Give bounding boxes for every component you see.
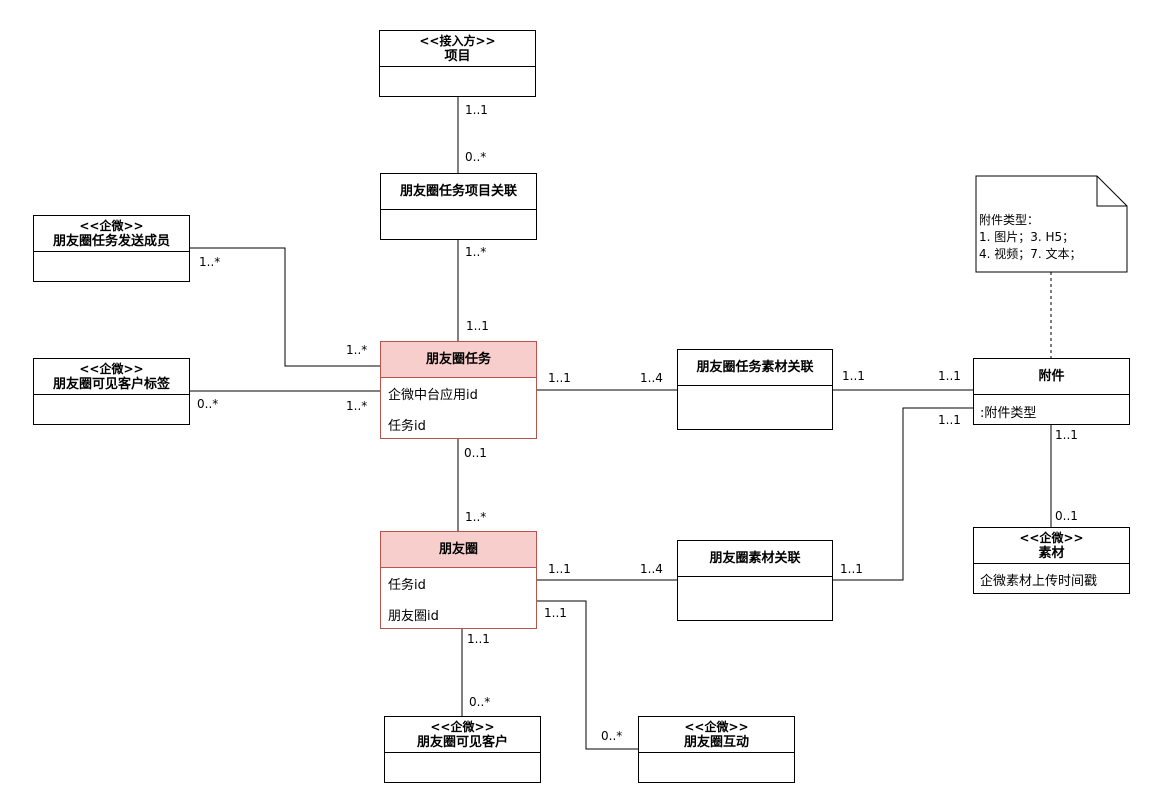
class-header: 朋友圈素材关联 (678, 541, 832, 577)
class-name: 朋友圈可见客户标签 (52, 376, 170, 392)
multiplicity-label: 1..1 (840, 562, 863, 576)
multiplicity-label: 0..* (197, 397, 219, 411)
class-name: 素材 (1038, 545, 1065, 561)
note-line: 附件类型： (979, 213, 1040, 227)
class-attribute: 企微素材上传时间戳 (980, 574, 1098, 589)
multiplicity-label: 0..1 (464, 446, 487, 460)
class-stereotype: <<企微>> (79, 218, 144, 233)
class-visible-tag[interactable]: <<企微>> 朋友圈可见客户标签 (33, 358, 190, 425)
multiplicity-label: 1..4 (640, 371, 663, 385)
multiplicity-label: 1..1 (1055, 428, 1078, 442)
class-name: 朋友圈任务项目关联 (399, 184, 517, 199)
class-moments[interactable]: 朋友圈 任务id 朋友圈id (380, 531, 537, 629)
assoc-moments-interaction (536, 600, 638, 750)
class-header: 朋友圈任务项目关联 (381, 174, 536, 210)
class-attribute: :附件类型 (980, 406, 1037, 421)
class-stereotype: <<企微>> (1019, 530, 1084, 545)
class-task-project-link[interactable]: 朋友圈任务项目关联 (380, 173, 537, 240)
class-name: 朋友圈任务发送成员 (52, 233, 170, 249)
class-material[interactable]: <<企微>> 素材 企微素材上传时间戳 (973, 527, 1130, 594)
class-interaction[interactable]: <<企微>> 朋友圈互动 (638, 716, 795, 783)
class-stereotype: <<接入方>> (419, 33, 496, 48)
note-shape (975, 175, 1128, 273)
class-visible-customer[interactable]: <<企微>> 朋友圈可见客户 (384, 716, 541, 783)
note-line: 4. 视频；7. 文本； (979, 247, 1082, 261)
class-name: 朋友圈任务 (425, 352, 491, 367)
class-name: 朋友圈 (438, 542, 478, 557)
multiplicity-label: 1..* (465, 245, 487, 259)
multiplicity-label: 1..1 (548, 562, 571, 576)
class-stereotype: <<企微>> (430, 719, 495, 734)
class-attribute: 朋友圈id (388, 609, 439, 624)
multiplicity-label: 1..* (346, 343, 368, 357)
class-name: 朋友圈任务素材关联 (696, 360, 814, 375)
class-task-material-link[interactable]: 朋友圈任务素材关联 (677, 349, 833, 430)
class-name: 朋友圈可见客户 (416, 734, 508, 750)
class-header: <<企微>> 朋友圈可见客户标签 (34, 359, 189, 395)
assoc-mml-attach (832, 407, 973, 581)
multiplicity-label: 1..1 (466, 319, 489, 333)
assoc-sender-task (189, 247, 380, 367)
note-attachment-types: 附件类型： 1. 图片；3. H5； 4. 视频；7. 文本； (979, 212, 1082, 263)
multiplicity-label: 1..1 (465, 103, 488, 117)
note-fold (1096, 176, 1127, 207)
multiplicity-label: 1..1 (938, 369, 961, 383)
multiplicity-label: 1..4 (640, 562, 663, 576)
multiplicity-label: 1..* (199, 255, 221, 269)
class-stereotype: <<企微>> (684, 719, 749, 734)
multiplicity-label: 1..* (346, 399, 368, 413)
class-header: 朋友圈任务素材关联 (678, 350, 832, 386)
class-header: 朋友圈 (381, 532, 536, 568)
class-attribute: 任务id (388, 578, 426, 593)
multiplicity-label: 1..1 (938, 413, 961, 427)
class-attribute: 任务id (388, 419, 426, 434)
multiplicity-label: 1..1 (842, 369, 865, 383)
class-attribute: 企微中台应用id (388, 388, 478, 403)
class-name: 附件 (1038, 369, 1065, 384)
class-header: 朋友圈任务 (381, 342, 536, 378)
multiplicity-label: 1..* (465, 510, 487, 524)
multiplicity-label: 0..* (465, 150, 487, 164)
multiplicity-label: 1..1 (467, 632, 490, 646)
class-attachment[interactable]: 附件 :附件类型 (973, 358, 1130, 425)
class-name: 项目 (444, 48, 471, 64)
class-moments-material-link[interactable]: 朋友圈素材关联 (677, 540, 833, 621)
class-header: <<接入方>> 项目 (380, 31, 535, 67)
multiplicity-label: 0..* (469, 695, 491, 709)
class-header: <<企微>> 素材 (974, 528, 1129, 564)
class-header: <<企微>> 朋友圈可见客户 (385, 717, 540, 753)
class-stereotype: <<企微>> (79, 361, 144, 376)
class-header: <<企微>> 朋友圈互动 (639, 717, 794, 753)
class-header: <<企微>> 朋友圈任务发送成员 (34, 216, 189, 252)
class-task-sender[interactable]: <<企微>> 朋友圈任务发送成员 (33, 215, 190, 282)
multiplicity-label: 0..1 (1055, 509, 1078, 523)
class-name: 朋友圈互动 (683, 734, 749, 750)
multiplicity-label: 1..1 (548, 371, 571, 385)
note-line: 1. 图片；3. H5； (979, 230, 1075, 244)
class-project[interactable]: <<接入方>> 项目 (379, 30, 536, 97)
multiplicity-label: 0..* (601, 729, 623, 743)
multiplicity-label: 1..1 (544, 606, 567, 620)
class-moments-task[interactable]: 朋友圈任务 企微中台应用id 任务id (380, 341, 537, 439)
class-name: 朋友圈素材关联 (709, 551, 801, 566)
class-header: 附件 (974, 359, 1129, 395)
